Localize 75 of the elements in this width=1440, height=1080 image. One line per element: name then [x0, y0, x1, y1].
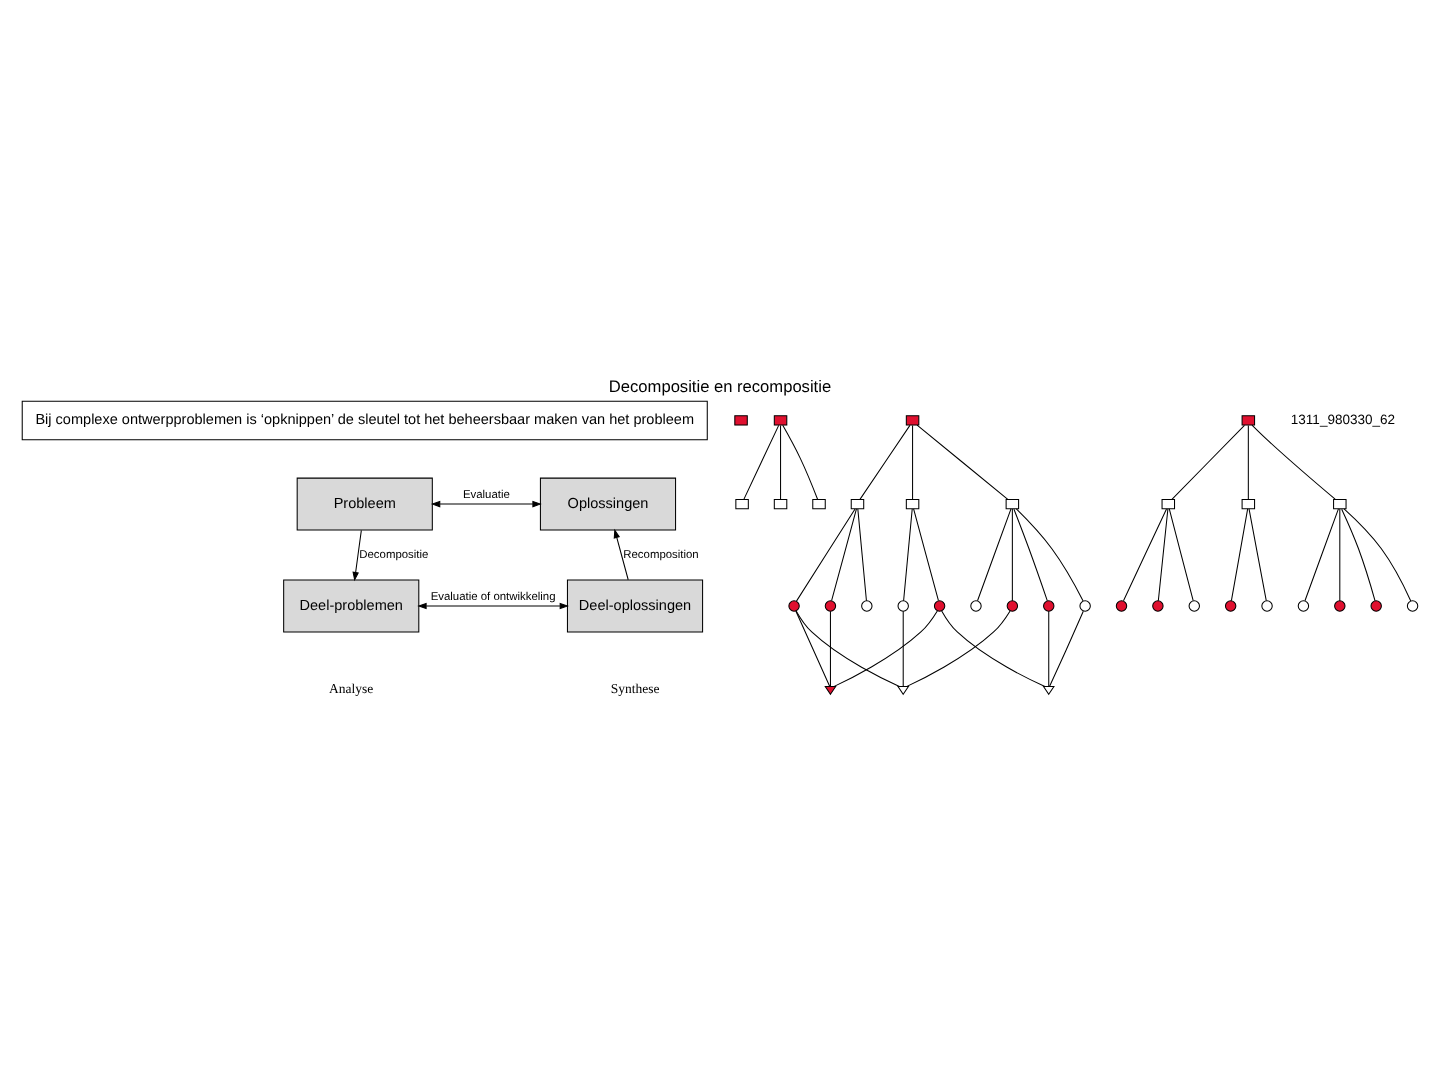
- connector: [1251, 423, 1336, 499]
- connector: [829, 609, 831, 686]
- node-box: [1333, 497, 1347, 509]
- connector: [743, 423, 780, 499]
- node-circle: [1406, 599, 1419, 611]
- connector: [1247, 423, 1249, 499]
- connector: [1230, 507, 1249, 601]
- connector: [1048, 609, 1050, 686]
- node-box: [905, 497, 920, 509]
- connector: [859, 423, 911, 499]
- connector: [795, 507, 856, 601]
- node-circle: [1261, 599, 1273, 611]
- connector: [1011, 507, 1013, 601]
- connector: [1157, 507, 1169, 601]
- node-box: [773, 414, 788, 425]
- node-circle: [1079, 599, 1091, 611]
- node-circle: [861, 599, 873, 611]
- node-circle: [788, 599, 800, 611]
- node-box: [905, 414, 920, 425]
- connector: [857, 507, 867, 601]
- node-circle: [1188, 599, 1200, 611]
- connector: [1168, 507, 1194, 601]
- connector: [903, 507, 913, 601]
- connector: [780, 423, 782, 499]
- connector: [912, 423, 914, 499]
- connector: [1343, 507, 1412, 601]
- node-triangle: [897, 685, 910, 695]
- node-box: [735, 497, 749, 509]
- node-box: [773, 497, 788, 509]
- node-box: [812, 497, 826, 509]
- diagram-title: Decompositie en recompositie: [608, 374, 832, 395]
- connector: [833, 609, 938, 686]
- connector: [1015, 507, 1084, 601]
- connector: [1341, 507, 1376, 601]
- node-triangle: [824, 685, 837, 695]
- connector: [1123, 507, 1168, 601]
- node-circle: [1297, 599, 1310, 611]
- arrow: [430, 499, 542, 507]
- connector: [913, 507, 939, 601]
- connector: [795, 609, 900, 686]
- arrow: [352, 528, 362, 581]
- connector: [795, 609, 831, 686]
- node-circle: [897, 599, 909, 611]
- connector: [1339, 507, 1341, 601]
- node-circle: [1006, 599, 1019, 611]
- node-circle: [1115, 599, 1128, 611]
- node-triangle: [1042, 685, 1055, 695]
- connector: [941, 609, 1046, 686]
- node-box: [1241, 497, 1256, 509]
- node-circle: [970, 599, 982, 611]
- arrow: [417, 601, 569, 609]
- connector: [1013, 507, 1048, 601]
- node-circle: [1370, 599, 1382, 611]
- node-circle: [1334, 599, 1346, 611]
- node-box: [734, 414, 748, 425]
- connector: [782, 423, 819, 499]
- node-box: [1161, 497, 1176, 509]
- connector: [1049, 609, 1084, 686]
- node-box: [850, 497, 865, 509]
- node-circle: [1224, 599, 1237, 611]
- node-circle: [933, 599, 946, 611]
- node-circle: [1043, 599, 1055, 611]
- node-box: [1241, 414, 1256, 425]
- connector: [1248, 507, 1267, 601]
- connector: [977, 507, 1012, 601]
- node-circle: [1152, 599, 1164, 611]
- connector: [831, 507, 857, 601]
- connector: [916, 423, 1009, 499]
- connector: [1304, 507, 1339, 601]
- arrow: [613, 527, 629, 580]
- connector: [902, 609, 904, 686]
- node-box: [1005, 497, 1020, 509]
- connector: [1171, 423, 1245, 499]
- node-circle: [824, 599, 837, 611]
- connector: [906, 609, 1011, 686]
